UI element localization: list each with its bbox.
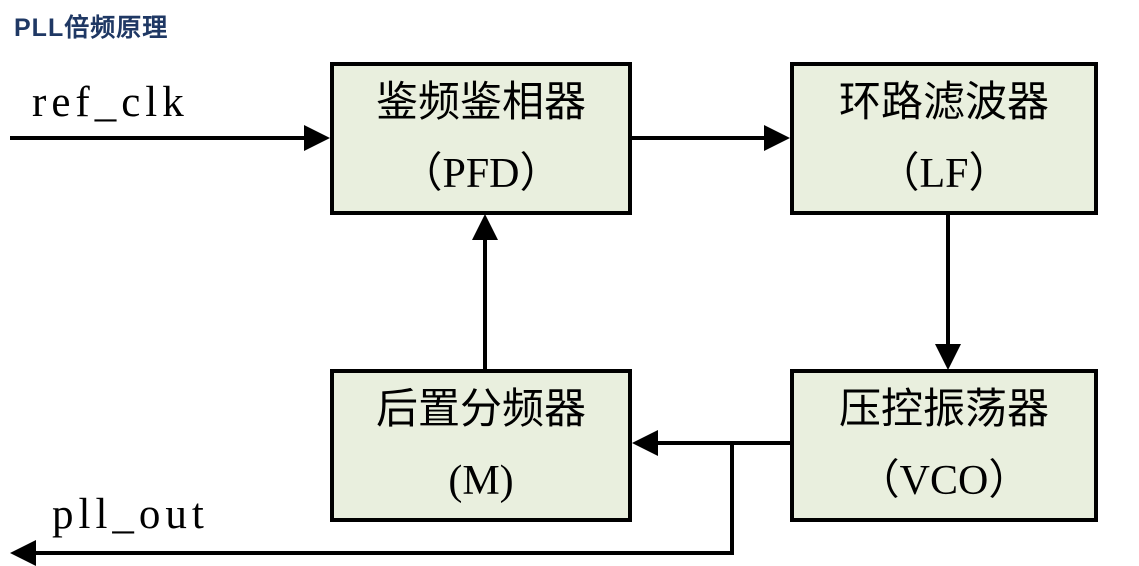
block-vco: 压控振荡器 （VCO） [790, 369, 1098, 522]
ref-clk-to-pfd-line [10, 136, 306, 140]
block-lf: 环路滤波器 （LF） [790, 62, 1098, 215]
block-post-divider-name: 后置分频器 [375, 386, 586, 433]
lf-to-vco-line [946, 214, 950, 346]
arrowhead-right-icon [304, 125, 330, 151]
arrowhead-left-icon [10, 540, 36, 566]
pfd-to-lf-line [632, 136, 766, 140]
block-pfd-name: 鉴频鉴相器 [375, 79, 586, 126]
block-lf-abbr: （LF） [877, 150, 1011, 197]
arrowhead-down-icon [935, 344, 961, 370]
block-post-divider: 后置分频器 (M) [330, 369, 632, 522]
block-lf-name: 环路滤波器 [838, 79, 1049, 126]
arrowhead-right-icon [764, 125, 790, 151]
arrowhead-up-icon [472, 214, 498, 240]
arrowhead-left-icon [632, 430, 658, 456]
pll-out-line [34, 551, 734, 555]
block-vco-abbr: （VCO） [857, 457, 1031, 504]
pll-out-branch-line [730, 441, 734, 555]
block-post-divider-abbr: (M) [448, 457, 514, 504]
block-pfd: 鉴频鉴相器 （PFD） [330, 62, 632, 215]
pll-out-label: pll_out [52, 491, 209, 538]
block-vco-name: 压控振荡器 [838, 386, 1049, 433]
block-pfd-abbr: （PFD） [400, 150, 562, 197]
divider-to-pfd-line [483, 239, 487, 369]
page-title: PLL倍频原理 [14, 14, 169, 42]
ref-clk-label: ref_clk [32, 79, 189, 126]
vco-to-divider-line [656, 441, 790, 445]
